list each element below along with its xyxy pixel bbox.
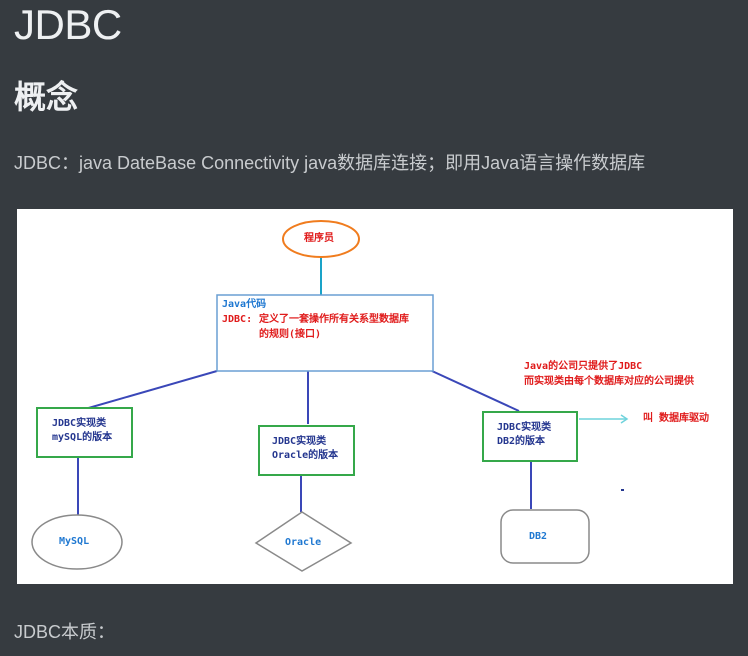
mysql-impl-line1: JDBC实现类 [52,418,107,429]
connector-java-db2 [431,370,520,412]
section-title: 概念 [14,79,79,115]
note-line1: Java的公司只提供了JDBC [524,361,643,372]
mysql-node [31,514,123,570]
oracle-impl-line1: JDBC实现类 [272,436,327,447]
jdbc-define-line1: 定义了一套操作所有关系型数据库 [259,314,409,325]
page-heading: JDBC [14,1,122,48]
db2-impl-box [482,411,578,462]
mysql-impl-line2: mySQL的版本 [52,432,113,443]
mysql-label: MySQL [59,536,90,547]
note-line2: 而实现类由每个数据库对应的公司提供 [524,376,694,387]
db2-node [500,509,590,564]
driver-label: 叫 数据库驱动 [643,413,710,424]
mysql-impl-box [36,407,133,458]
oracle-node [254,511,353,572]
essence-text: JDBC本质： [14,622,116,642]
connector-java-mysql [84,370,218,410]
stray-dot [621,489,624,491]
driver-arrow-head [620,414,629,424]
db2-impl-line1: JDBC实现类 [497,422,552,433]
db2-impl-line2: DB2的版本 [497,436,546,447]
java-code-label: Java代码 [222,299,267,310]
db2-label: DB2 [529,531,548,542]
programmer-node [282,220,360,258]
java-code-box [216,294,434,372]
programmer-label: 程序员 [304,233,334,244]
diagram-shapes [31,220,629,572]
oracle-impl-box [258,425,355,476]
oracle-impl-line2: Oracle的版本 [272,450,339,461]
jdbc-define-label: JDBC: [222,314,253,325]
oracle-label: Oracle [285,537,322,548]
definition-text: JDBC：java DateBase Connectivity java数据库连… [14,153,646,173]
jdbc-diagram: 程序员 Java代码 JDBC: 定义了一套操作所有关系型数据库 的规则(接口)… [17,209,733,584]
jdbc-define-line2: 的规则(接口) [259,329,322,340]
